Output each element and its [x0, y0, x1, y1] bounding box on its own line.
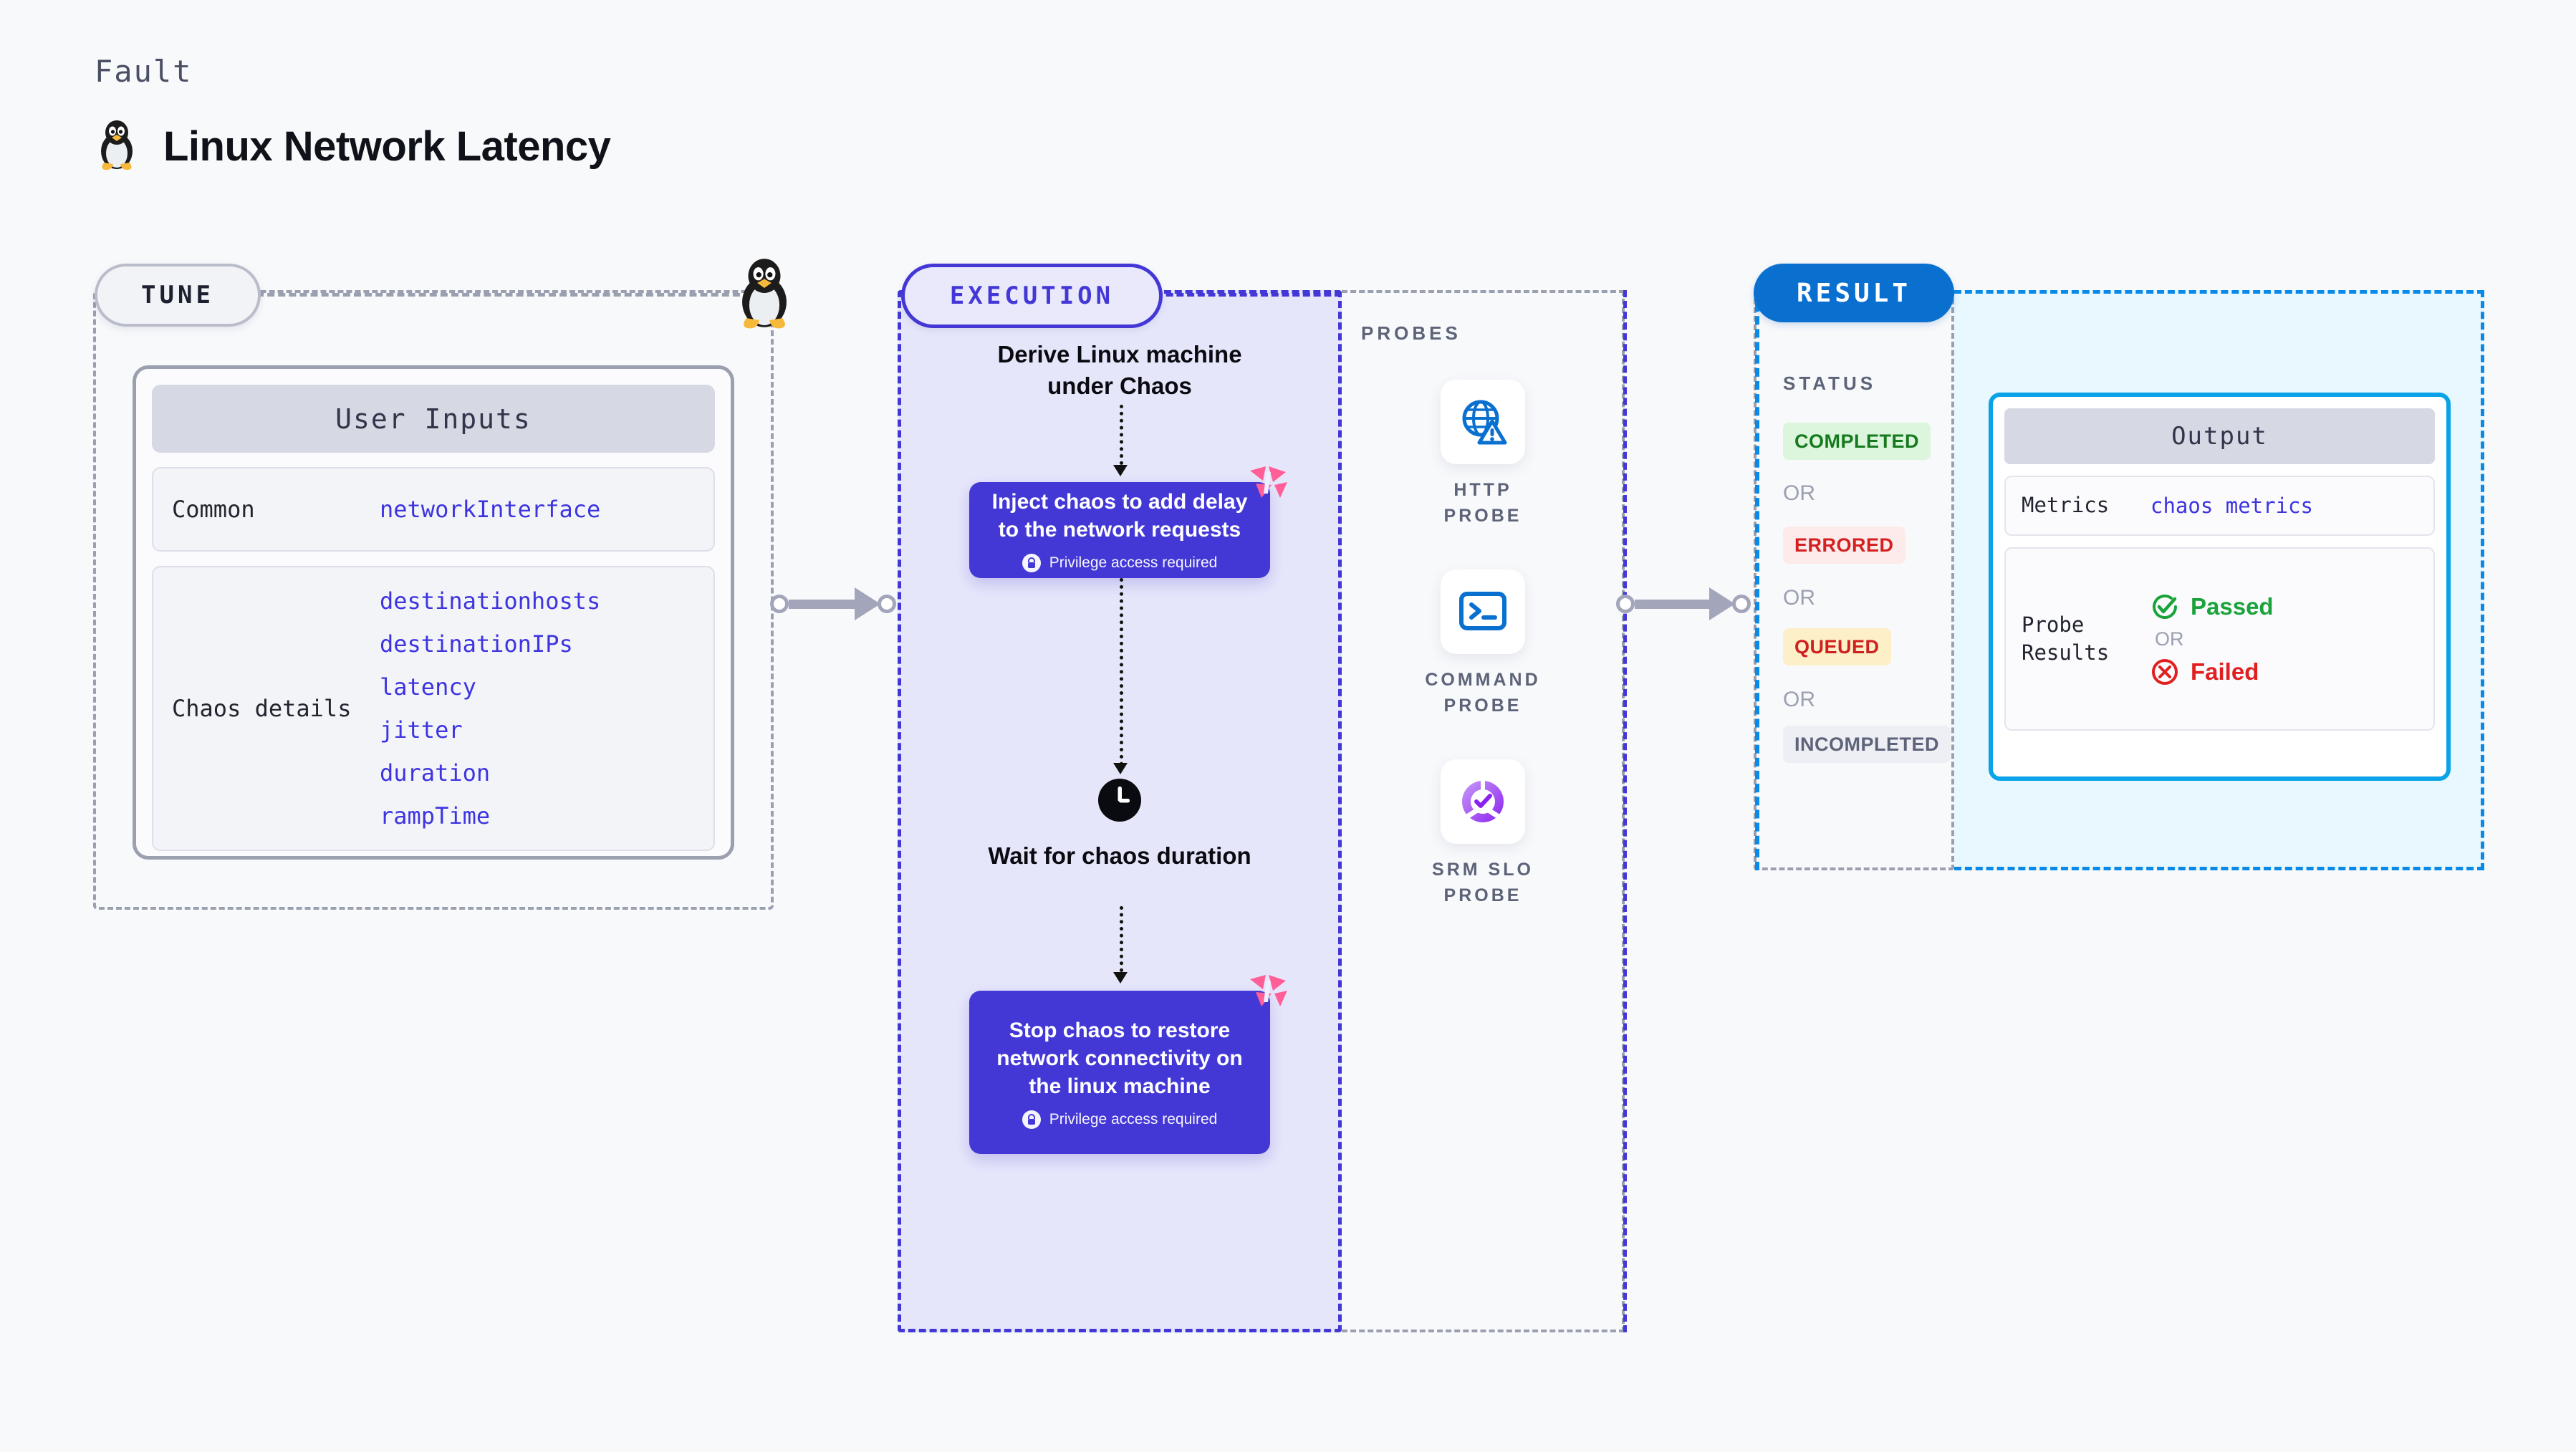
tune-param-latency[interactable]: latency — [380, 673, 476, 701]
probe-result-failed: Failed — [2150, 658, 2274, 686]
tune-row-key: Common — [172, 496, 255, 523]
connector-line — [789, 599, 855, 609]
tune-param-ramptime[interactable]: rampTime — [380, 802, 491, 830]
tune-param-duration[interactable]: duration — [380, 759, 491, 787]
execution-step-title: Derive Linux machine under Chaos — [997, 341, 1242, 399]
output-probe-results-key: Probe Results — [2022, 612, 2110, 665]
connector-end-dot — [1732, 595, 1751, 613]
harness-chaos-logo-icon — [1247, 973, 1289, 1012]
execution-flow: Derive Linux machine under Chaos Inject … — [898, 290, 1342, 1332]
page-title-row: Linux Network Latency — [95, 118, 611, 175]
status-or-3: OR — [1783, 688, 1815, 711]
status-badge-queued: QUEUED — [1783, 628, 1891, 665]
execution-step-wait-title: Wait for chaos duration — [988, 842, 1251, 869]
check-circle-icon — [2153, 594, 2177, 619]
flow-arrow-head — [1113, 972, 1128, 984]
flow-arrow-line — [1120, 405, 1123, 465]
chaos-step-text: Stop chaos to restore network connectivi… — [996, 1018, 1243, 1098]
tux-linux-penguin-icon — [95, 118, 139, 175]
status-badge-incompleted: INCOMPLETED — [1783, 726, 1951, 763]
probes-to-result-arrow — [1616, 587, 1767, 620]
tune-param-networkinterface[interactable]: networkInterface — [380, 496, 601, 523]
fault-kicker-label: Fault — [95, 54, 193, 89]
probe-label: SRM SLO PROBE — [1432, 860, 1534, 906]
tune-param-destinationhosts[interactable]: destinationhosts — [380, 587, 601, 615]
connector-start-dot — [1616, 595, 1635, 613]
probes-right-edge — [1623, 290, 1627, 1332]
globe-warning-icon — [1441, 380, 1525, 464]
status-badge-completed: COMPLETED — [1783, 423, 1931, 460]
chaos-step-text: Inject chaos to add delay to the network… — [991, 490, 1248, 542]
user-inputs-card: User Inputs Common networkInterface Chao… — [133, 365, 734, 860]
tune-top-dashed-line — [256, 293, 751, 297]
flow-arrow-head — [1113, 465, 1128, 476]
output-title: Output — [2004, 408, 2435, 464]
output-row-metrics: Metrics chaos metrics — [2004, 476, 2435, 536]
connector-line — [1635, 599, 1709, 609]
status-section-label: STATUS — [1783, 372, 1877, 394]
privilege-text: Privilege access required — [1049, 1110, 1218, 1128]
status-badge-errored: ERRORED — [1783, 527, 1905, 564]
tune-row-key: Chaos details — [172, 695, 352, 722]
connector-arrowhead — [855, 587, 880, 620]
probes-section-label: PROBES — [1361, 322, 1461, 344]
execution-top-dashed-line — [1155, 293, 1342, 297]
page-title: Linux Network Latency — [163, 123, 611, 170]
output-row-probe-results: Probe Results Passed OR Failed — [2004, 547, 2435, 731]
lock-icon — [1022, 1110, 1041, 1129]
flow-arrow-line — [1120, 906, 1123, 972]
harness-chaos-logo-icon — [1247, 465, 1289, 504]
result-left-edge — [1755, 290, 1759, 870]
tune-to-execution-arrow — [770, 587, 906, 620]
probe-result-or: OR — [2155, 628, 2184, 650]
result-stage-pill[interactable]: RESULT — [1754, 264, 1954, 322]
execution-step-stop-chaos[interactable]: Stop chaos to restore network connectivi… — [969, 975, 1287, 1154]
flow-arrow-head — [1113, 763, 1128, 774]
privilege-text: Privilege access required — [1049, 554, 1218, 571]
probe-result-passed: Passed — [2150, 592, 2274, 621]
output-metrics-value[interactable]: chaos metrics — [2150, 494, 2313, 518]
probe-command[interactable]: COMMAND PROBE — [1415, 569, 1551, 719]
failed-label: Failed — [2191, 658, 2259, 685]
tune-row-common: Common networkInterface — [152, 467, 715, 552]
connector-start-dot — [770, 595, 789, 613]
status-or-2: OR — [1783, 586, 1815, 610]
connector-arrowhead — [1709, 587, 1735, 620]
flow-arrow-line — [1120, 578, 1123, 766]
x-circle-icon — [2152, 658, 2178, 685]
tune-param-destinationips[interactable]: destinationIPs — [380, 630, 573, 658]
tune-row-chaos-details: Chaos details destinationhosts destinati… — [152, 566, 715, 851]
slo-donut-check-icon — [1441, 759, 1525, 844]
tune-stage-pill[interactable]: TUNE — [95, 264, 261, 327]
execution-step-inject-chaos[interactable]: Inject chaos to add delay to the network… — [969, 466, 1287, 578]
probe-label: COMMAND PROBE — [1425, 670, 1541, 716]
probe-http[interactable]: HTTP PROBE — [1415, 380, 1551, 529]
passed-label: Passed — [2191, 592, 2274, 620]
tune-param-jitter[interactable]: jitter — [380, 716, 463, 744]
execution-stage-pill[interactable]: EXECUTION — [901, 264, 1163, 328]
lock-icon — [1022, 554, 1041, 572]
privilege-note: Privilege access required — [1022, 1110, 1218, 1129]
output-metrics-key: Metrics — [2022, 493, 2110, 518]
user-inputs-title: User Inputs — [152, 385, 715, 453]
probe-label: HTTP PROBE — [1443, 480, 1522, 527]
terminal-icon — [1441, 569, 1525, 654]
probe-srm-slo[interactable]: SRM SLO PROBE — [1415, 759, 1551, 909]
connector-end-dot — [878, 595, 896, 613]
tux-linux-penguin-icon — [729, 256, 799, 330]
output-card: Output Metrics chaos metrics Probe Resul… — [1989, 393, 2451, 781]
clock-icon — [1097, 777, 1143, 823]
privilege-note: Privilege access required — [1022, 554, 1218, 572]
status-or-1: OR — [1783, 481, 1815, 505]
